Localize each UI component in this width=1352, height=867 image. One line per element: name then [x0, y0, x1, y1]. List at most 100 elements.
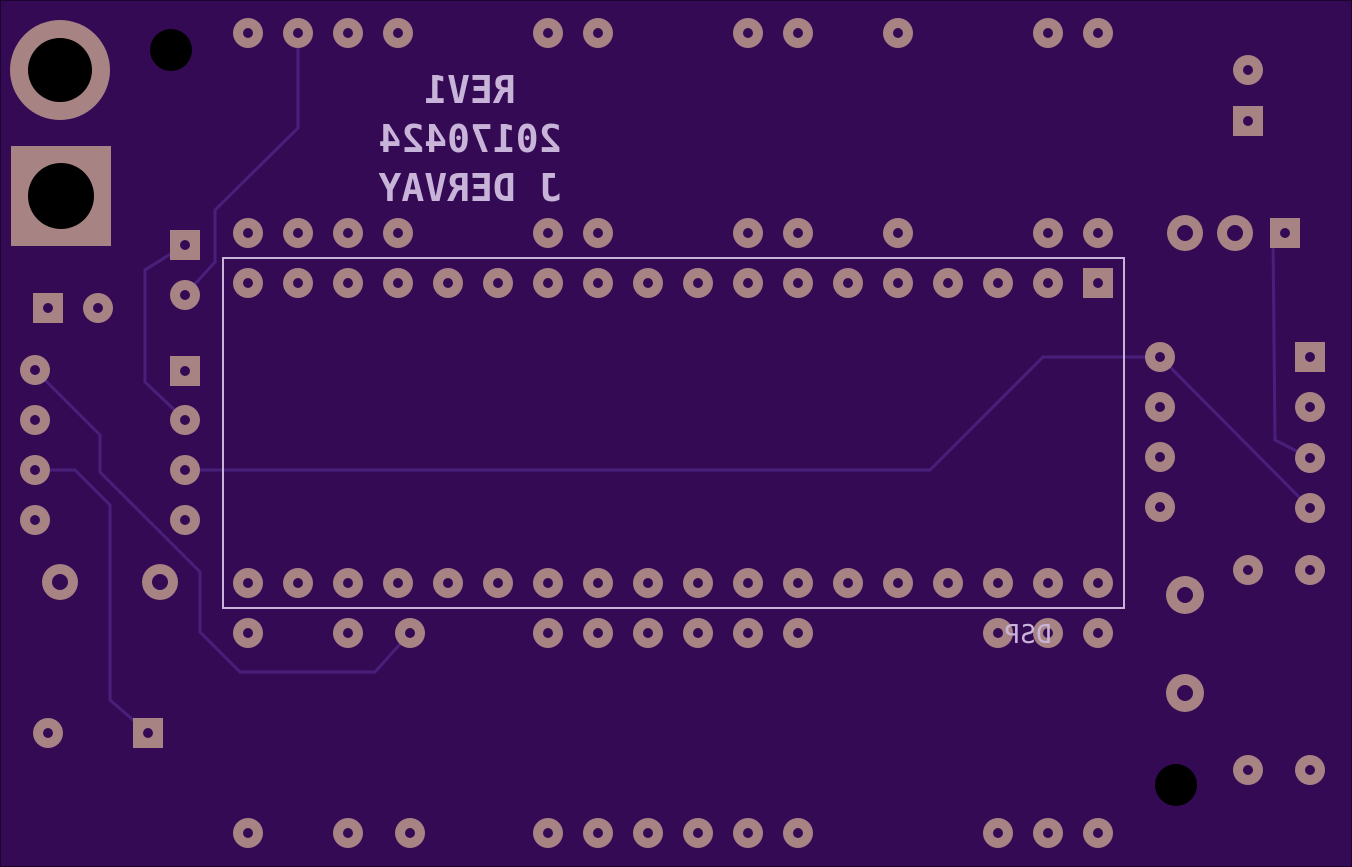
pad-drill — [543, 278, 553, 288]
pad-drill — [793, 228, 803, 238]
pad-drill — [1305, 402, 1315, 412]
pad-drill — [243, 578, 253, 588]
pad-drill — [643, 578, 653, 588]
pad-drill — [743, 28, 753, 38]
pad-drill — [593, 828, 603, 838]
silkscreen-layer: REV1 20170424 J DERVAY DSP — [222, 68, 1125, 650]
pad-drill — [543, 628, 553, 638]
pad-drill — [30, 515, 40, 525]
pad-drill — [893, 228, 903, 238]
pad-drill — [743, 828, 753, 838]
pad-drill — [993, 628, 1003, 638]
pad-drill — [743, 628, 753, 638]
pad-drill — [180, 465, 190, 475]
pad-drill — [1280, 228, 1290, 238]
pad-drill — [1093, 578, 1103, 588]
trace-1 — [183, 33, 300, 297]
pad-drill — [243, 828, 253, 838]
pad-drill — [1093, 278, 1103, 288]
pad-drill — [1093, 28, 1103, 38]
pad-drill — [993, 578, 1003, 588]
pad-drill — [993, 278, 1003, 288]
pad-drill — [693, 828, 703, 838]
pad-drill — [243, 28, 253, 38]
pad-drill — [843, 278, 853, 288]
pad-drill — [180, 415, 190, 425]
pad-drill — [743, 228, 753, 238]
pad-drill — [1043, 228, 1053, 238]
silk-line-date: 20170424 — [378, 117, 561, 161]
pad-drill — [30, 365, 40, 375]
pad-drill — [180, 240, 190, 250]
pad-drill — [1155, 502, 1165, 512]
pad-drill — [1093, 228, 1103, 238]
pad-drill — [43, 728, 53, 738]
pad-drill — [243, 628, 253, 638]
pad-drill — [93, 303, 103, 313]
pad-drill — [1043, 828, 1053, 838]
pad-drill — [343, 228, 353, 238]
pad-drill — [1093, 828, 1103, 838]
pad-drill — [43, 303, 53, 313]
pad-drill — [180, 366, 190, 376]
pad-drill — [643, 828, 653, 838]
pad-drill — [493, 578, 503, 588]
silk-line-rev: REV1 — [424, 68, 516, 112]
pad-drill — [693, 578, 703, 588]
pad-drill — [793, 278, 803, 288]
pad-drill — [1043, 278, 1053, 288]
pad-drill — [443, 578, 453, 588]
pad-drill — [693, 628, 703, 638]
trace-3 — [33, 368, 412, 674]
pad-drill — [180, 515, 190, 525]
pad-drill — [1177, 225, 1193, 241]
pad-drill — [793, 828, 803, 838]
pad-drill — [152, 574, 168, 590]
pad-drill — [1155, 452, 1165, 462]
pad-drill — [1227, 225, 1243, 241]
pad-drill — [593, 628, 603, 638]
pad-drill — [1305, 352, 1315, 362]
pad-drill — [743, 578, 753, 588]
mount-hole-top-left — [28, 38, 92, 102]
pad-drill — [593, 28, 603, 38]
pad-drill — [1177, 587, 1193, 603]
pad-drill — [293, 278, 303, 288]
pad-drill — [393, 28, 403, 38]
pad-drill — [693, 278, 703, 288]
pad-drill — [1243, 65, 1253, 75]
pad-drill — [1043, 28, 1053, 38]
pad-drill — [343, 28, 353, 38]
pad-drill — [393, 578, 403, 588]
pad-drill — [1177, 685, 1193, 701]
pad-drill — [643, 278, 653, 288]
pad-drill — [293, 28, 303, 38]
pad-drill — [643, 628, 653, 638]
pad-drill — [943, 278, 953, 288]
pad-drill — [405, 828, 415, 838]
pad-drill — [743, 278, 753, 288]
pad-drill — [1093, 628, 1103, 638]
pad-drill — [1305, 565, 1315, 575]
pad-drill — [1243, 116, 1253, 126]
pad-drill — [493, 278, 503, 288]
pad-drill — [543, 828, 553, 838]
pad-drill — [793, 28, 803, 38]
trace-2 — [143, 243, 187, 422]
pad-drill — [543, 578, 553, 588]
pad-drill — [293, 228, 303, 238]
pad-drill — [405, 628, 415, 638]
silk-part-label: DSP — [1005, 620, 1052, 650]
pad-drill — [343, 828, 353, 838]
pad-drill — [30, 415, 40, 425]
through-hole-pads — [20, 18, 1325, 848]
pad-drill — [893, 578, 903, 588]
pad-drill — [843, 578, 853, 588]
pad-drill — [543, 228, 553, 238]
pad-drill — [293, 578, 303, 588]
pad-drill — [1305, 453, 1315, 463]
mount-hole-square — [28, 163, 94, 229]
pad-drill — [343, 578, 353, 588]
